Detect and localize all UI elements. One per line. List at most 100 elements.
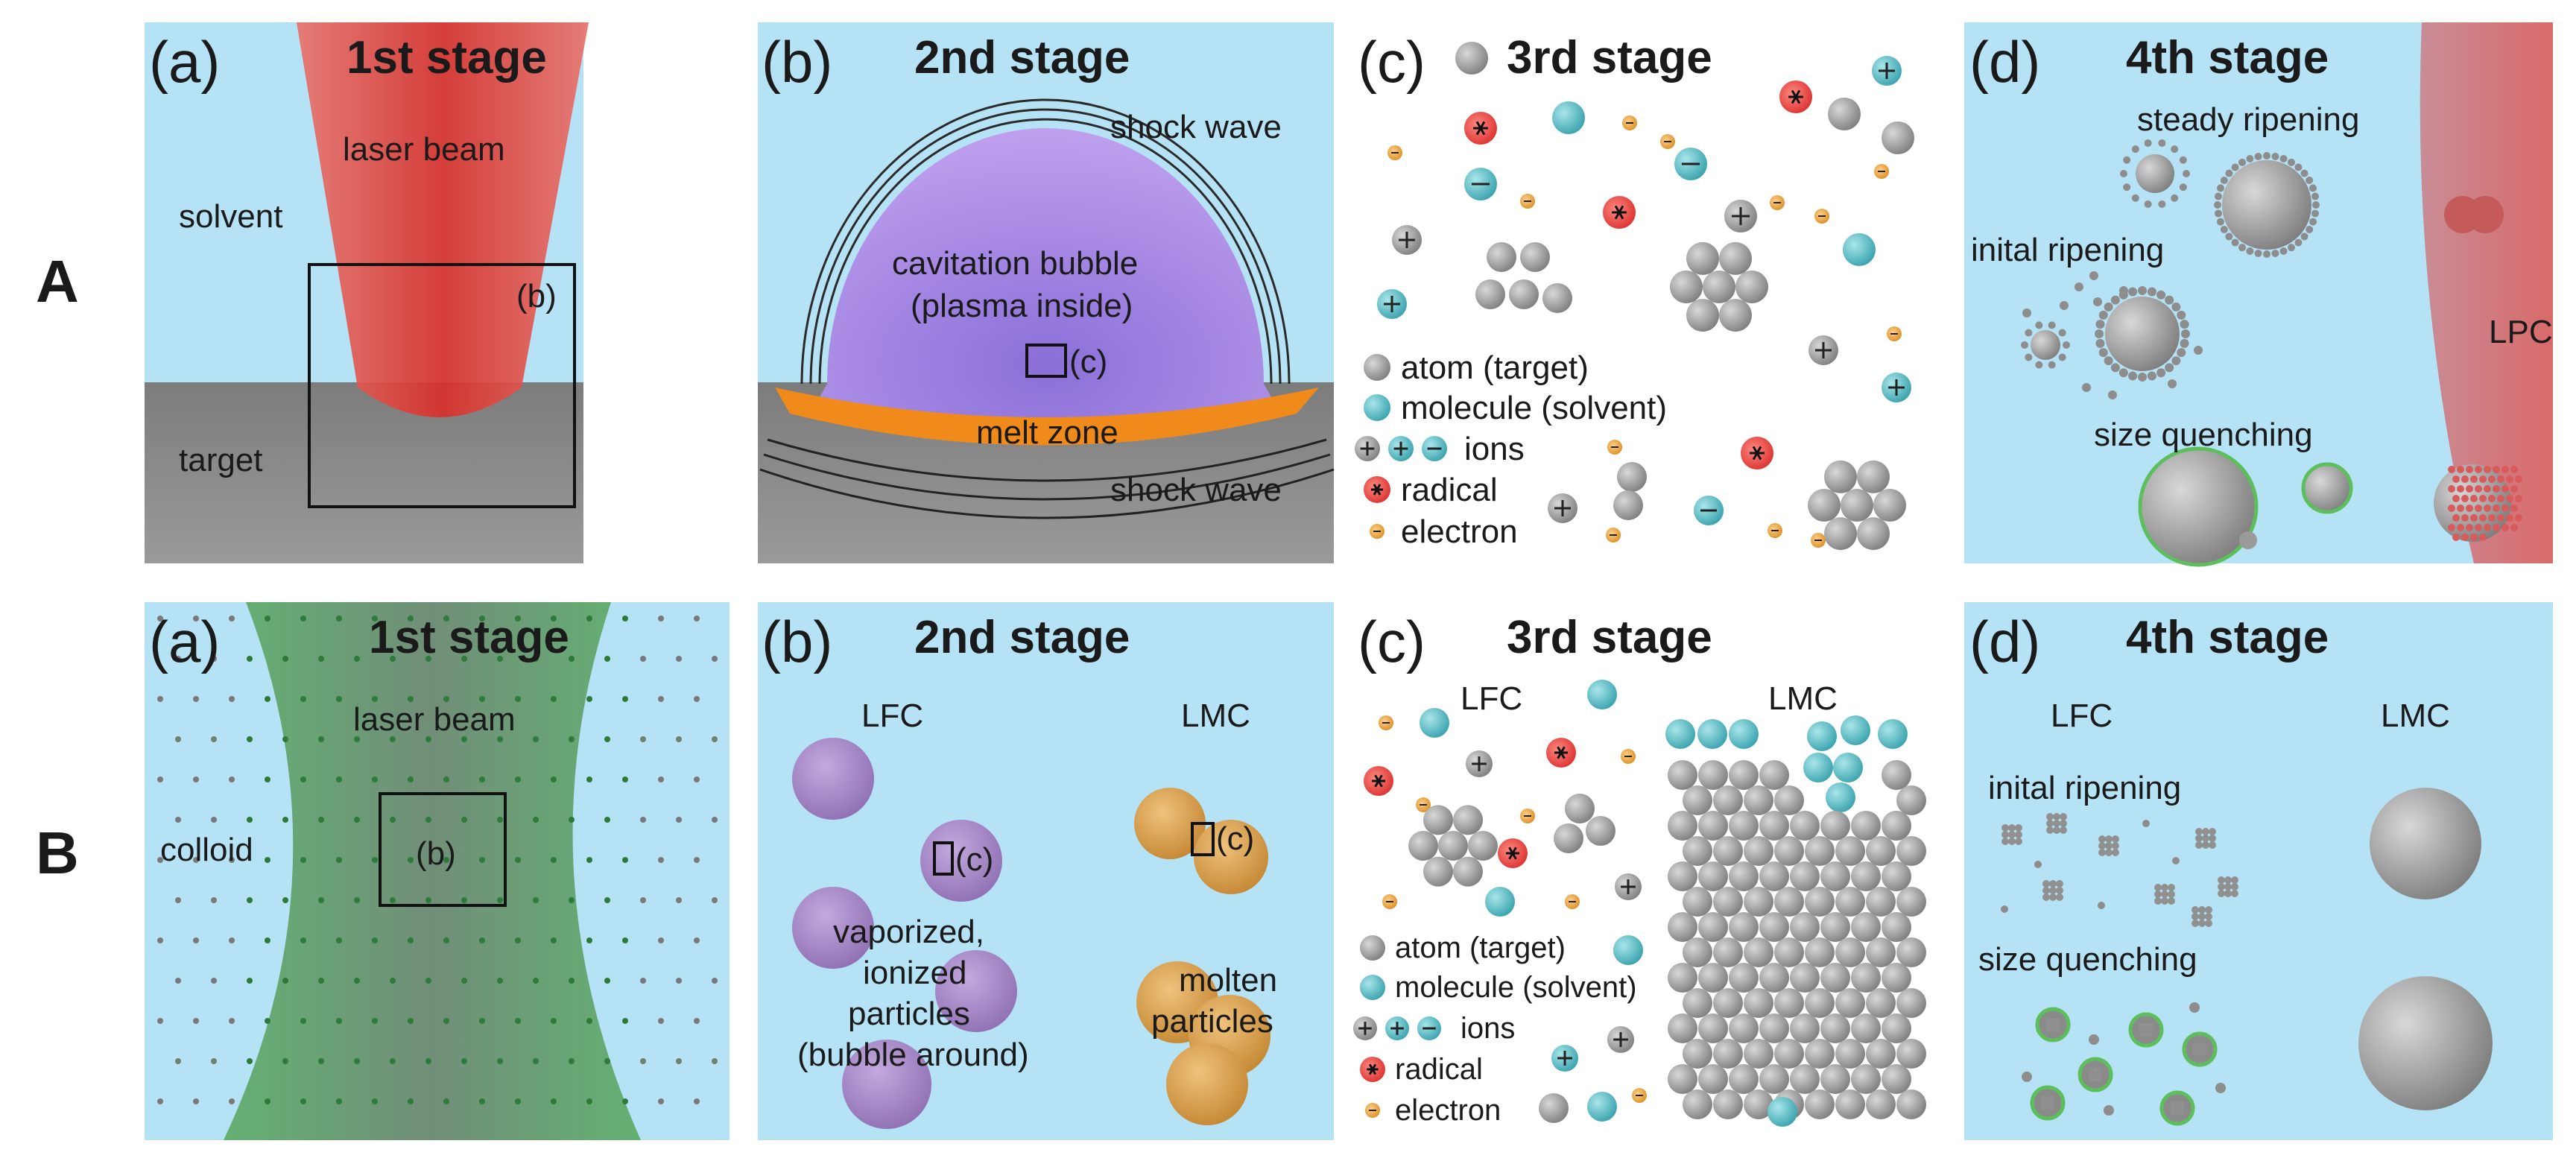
panel-letter: (a)	[149, 29, 220, 95]
molecule-glyph	[1587, 1092, 1617, 1122]
atom-glyph	[1774, 937, 1804, 967]
panel-letter: (c)	[1358, 609, 1425, 674]
atom-glyph	[1744, 988, 1773, 1018]
atom-glyph	[1835, 1039, 1865, 1069]
mini-cluster	[2205, 906, 2212, 914]
mini-cluster	[2088, 1076, 2094, 1082]
mini-cluster	[2092, 1076, 2098, 1082]
atom-glyph	[1851, 912, 1881, 942]
mini-cluster	[2154, 897, 2162, 905]
mini-cluster	[2045, 1022, 2051, 1028]
atom-glyph	[1698, 1064, 1728, 1094]
mini-cluster	[2224, 890, 2232, 897]
molecule-glyph	[1807, 721, 1837, 751]
mini-cluster	[2050, 1017, 2056, 1023]
atom-glyph	[1744, 937, 1773, 967]
atom-glyph	[1759, 811, 1789, 841]
mini-cluster	[2088, 1067, 2094, 1073]
mini-cluster	[2154, 884, 2162, 891]
mini-cluster	[2197, 1051, 2203, 1057]
shock-wave-arc	[818, 118, 1273, 385]
inset-label: (b)	[416, 835, 456, 872]
molecule-glyph	[1841, 715, 1870, 745]
molecule-glyph	[1364, 394, 1390, 421]
atom-glyph	[1759, 1013, 1789, 1043]
mini-cluster	[2050, 1026, 2056, 1032]
mini-cluster	[2161, 897, 2168, 905]
atom-glyph	[1668, 963, 1697, 993]
atom-glyph	[1896, 785, 1926, 815]
molecule-glyph	[1665, 719, 1695, 749]
vaporized-label-1: vaporized,	[833, 914, 984, 950]
stage-title: 3rd stage	[1507, 32, 1712, 83]
atom-glyph	[1851, 1064, 1881, 1094]
colloid-label: colloid	[160, 832, 253, 868]
mini-cluster	[2197, 1042, 2203, 1048]
mini-cluster	[2098, 849, 2106, 856]
atom-glyph	[1735, 271, 1768, 303]
mini-cluster	[2015, 831, 2022, 838]
atom-glyph	[1686, 241, 1719, 275]
panel-a-d: (d) 4th stage steady ripening inital rip…	[1964, 22, 2553, 567]
mini-cluster	[2168, 897, 2175, 905]
lmc-ripened-particle	[2370, 788, 2481, 899]
mini-cluster	[2049, 1100, 2055, 1106]
molecule-glyph	[1768, 1097, 1797, 1127]
atom-glyph	[1744, 785, 1773, 815]
atom-glyph	[1729, 1013, 1759, 1043]
bubble-label-1: cavitation bubble	[892, 245, 1138, 282]
mini-cluster	[2001, 824, 2009, 832]
mini-cluster	[2168, 884, 2175, 891]
atom-glyph	[1744, 836, 1773, 866]
mini-cluster	[2112, 849, 2119, 856]
atom-glyph	[1882, 760, 1911, 790]
legend-ions: ions	[1461, 1012, 1515, 1045]
atom-glyph	[1759, 861, 1789, 891]
inset-label: (b)	[516, 278, 557, 314]
panel-b-d: (d) 4th stage LFC LMC inital ripening si…	[1964, 602, 2553, 1140]
mini-cluster	[2168, 891, 2175, 898]
lfc-label: LFC	[2051, 698, 2113, 734]
atom-glyph	[1586, 816, 1615, 846]
panel-letter: (b)	[762, 29, 832, 95]
mini-cluster	[2201, 1042, 2207, 1048]
molecule-glyph	[1613, 935, 1643, 965]
atom-glyph	[1698, 811, 1728, 841]
atom-glyph	[1686, 299, 1719, 332]
atom-glyph	[1841, 489, 1873, 522]
mini-cluster	[2139, 1027, 2145, 1033]
legend-molecule: molecule (solvent)	[1395, 971, 1637, 1004]
atom-glyph	[1808, 489, 1841, 522]
legend-atom: atom (target)	[1395, 931, 1566, 964]
size-quenching-label: size quenching	[2094, 417, 2313, 453]
atom-glyph	[1668, 811, 1697, 841]
mini-cluster	[2231, 890, 2238, 897]
atom-glyph	[1805, 1089, 1835, 1119]
target-block	[145, 382, 583, 563]
mini-cluster	[2045, 1026, 2051, 1032]
molecule-glyph	[1697, 719, 1727, 749]
stage-title: 4th stage	[2126, 32, 2329, 83]
mini-cluster	[2224, 876, 2232, 884]
stage-title: 4th stage	[2126, 612, 2329, 663]
mini-cluster	[2148, 1022, 2153, 1028]
atom-glyph	[1713, 887, 1743, 917]
legend-radical: radical	[1401, 472, 1498, 508]
mini-cluster	[2092, 1067, 2098, 1073]
atom-glyph	[1828, 98, 1861, 130]
atom-glyph	[1882, 121, 1914, 154]
mini-cluster	[2042, 887, 2050, 894]
mini-cluster	[2105, 849, 2113, 856]
panel-b-c: (c) 3rd stage LFC LMC atom (target) mole…	[1353, 602, 1928, 1140]
atom-glyph	[1729, 963, 1759, 993]
panel-a-b: (b) 2nd stage shock wave cavitation bubb…	[758, 22, 1335, 563]
molecule-glyph	[1485, 887, 1515, 917]
atom-glyph	[1487, 242, 1516, 272]
atom-glyph	[1820, 861, 1850, 891]
atom-glyph	[1866, 1039, 1896, 1069]
atom-glyph	[1713, 785, 1743, 815]
atom-glyph	[1896, 836, 1926, 866]
legend-electron: electron	[1401, 513, 1518, 550]
atom-glyph	[1774, 887, 1804, 917]
